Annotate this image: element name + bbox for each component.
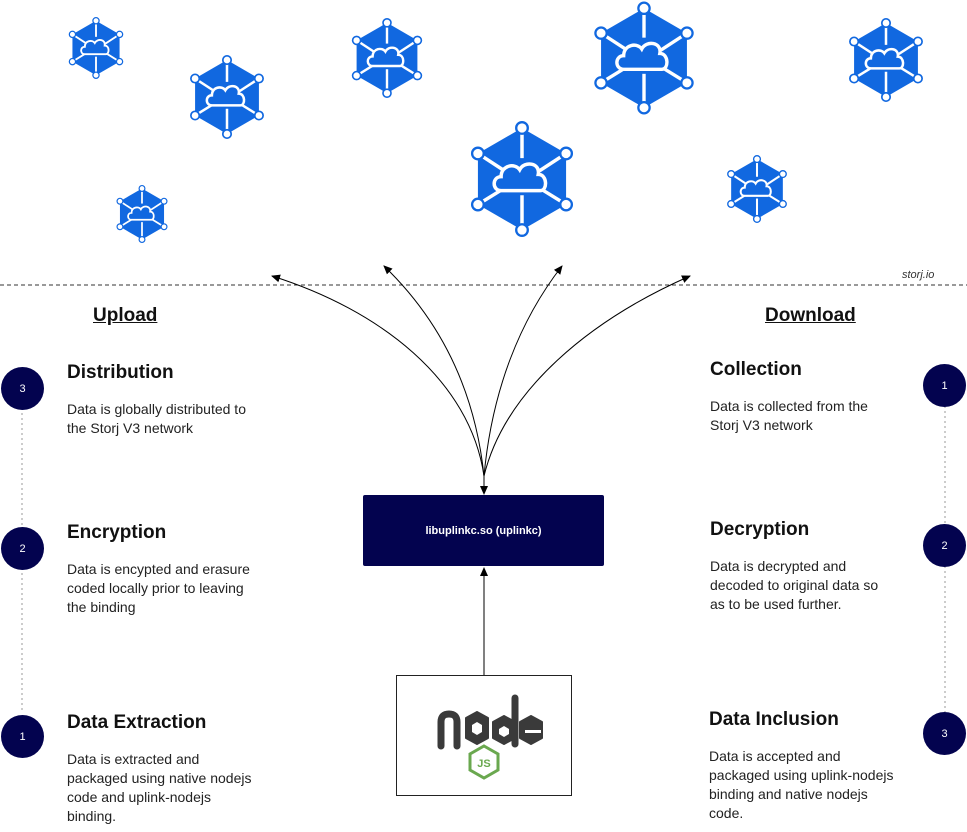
upload-step-2-title: Encryption xyxy=(67,522,167,543)
download-step-3-badge: 3 xyxy=(923,712,966,755)
watermark: storj.io xyxy=(902,269,935,281)
download-step-3-desc: Data is accepted and packaged using upli… xyxy=(709,748,894,821)
upload-step-2-badge: 2 xyxy=(1,527,44,570)
upload-step-3-title: Distribution xyxy=(67,362,174,383)
upload-step-1-title: Data Extraction xyxy=(67,712,207,733)
storj-node-icon-4 xyxy=(351,17,423,99)
nodejs-logo-icon: JS xyxy=(437,694,543,780)
upload-step-1-desc: Data is extracted and packaged using nat… xyxy=(67,751,252,824)
storj-node-icon-5 xyxy=(593,0,695,116)
storj-node-icon-8 xyxy=(848,17,924,103)
download-step-1-badge: 1 xyxy=(923,364,966,407)
storj-node-icon-6 xyxy=(470,120,574,238)
download-step-2-desc: Data is decrypted and decoded to origina… xyxy=(710,558,879,612)
storj-node-icon-1 xyxy=(68,16,124,80)
network-arrow-2 xyxy=(383,265,485,477)
upload-step-1-badge: 1 xyxy=(1,715,44,758)
network-arrow-1 xyxy=(271,274,485,477)
download-step-2-badge: 2 xyxy=(923,524,966,567)
download-step-1-desc: Data is collected from the Storj V3 netw… xyxy=(710,398,868,433)
upload-step-2-desc: Data is encypted and erasure coded local… xyxy=(67,561,250,615)
upload-section-title: Upload xyxy=(93,305,158,326)
download-step-1-title: Collection xyxy=(710,359,802,380)
upload-step-3-desc: Data is globally distributed to the Stor… xyxy=(67,401,246,436)
network-arrow-3 xyxy=(483,265,563,477)
storj-node-icon-7 xyxy=(726,154,788,224)
network-arrow-4 xyxy=(483,275,691,477)
download-step-2-title: Decryption xyxy=(710,519,810,540)
storj-node-icon-2 xyxy=(189,54,265,140)
nodejs-logo-box: JS xyxy=(396,675,572,796)
libuplinkc-library-box: libuplinkc.so (uplinkc) xyxy=(363,495,604,566)
download-section-title: Download xyxy=(765,305,856,326)
upload-step-3-badge: 3 xyxy=(1,367,44,410)
nodejs-js-label: JS xyxy=(477,758,490,770)
download-step-3-title: Data Inclusion xyxy=(709,709,839,730)
storj-node-icon-3 xyxy=(116,184,168,244)
